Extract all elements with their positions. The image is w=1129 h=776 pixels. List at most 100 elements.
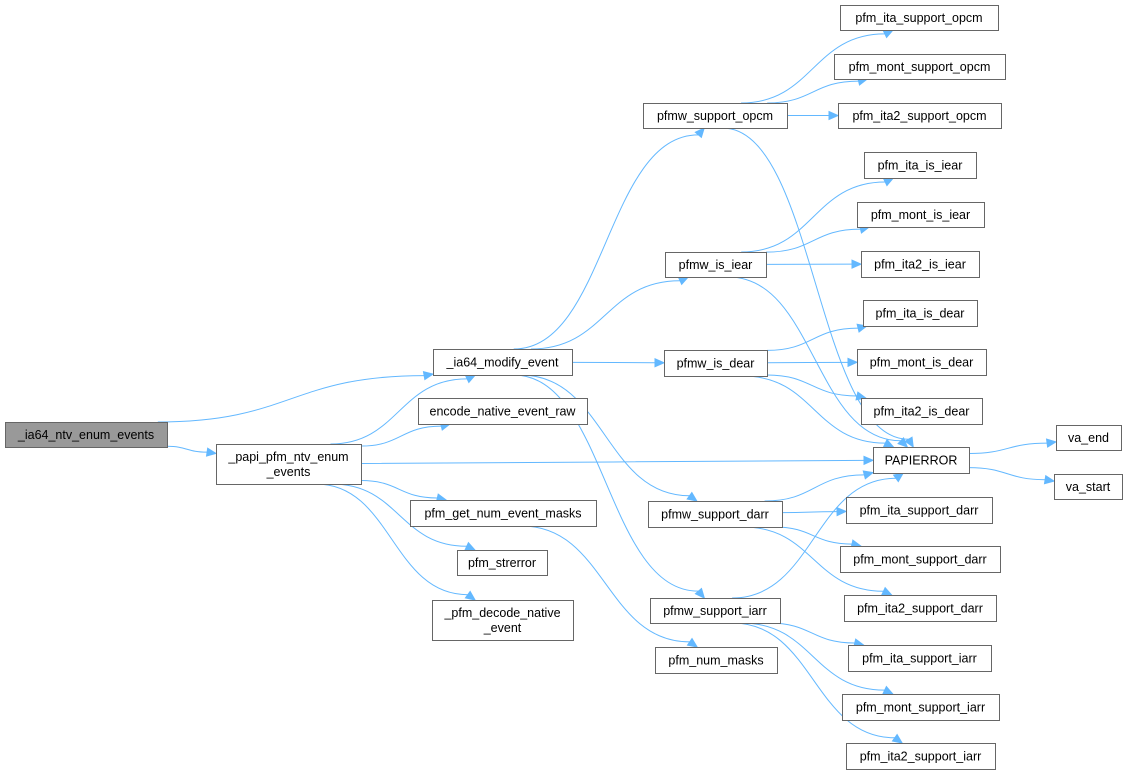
- node-label: PAPIERROR: [885, 454, 958, 468]
- node-pfm-ita-is-dear[interactable]: pfm_ita_is_dear: [863, 300, 978, 327]
- edge-n11-n30: [732, 622, 895, 739]
- arrowhead-icon: [882, 177, 895, 187]
- node-box: [864, 152, 977, 179]
- node-label: _pfm_decode_native: [443, 606, 560, 620]
- edge-n2-n8: [530, 280, 681, 350]
- arrowhead-icon: [464, 541, 477, 551]
- arrowhead-icon: [836, 506, 848, 517]
- arrowhead-icon: [904, 436, 914, 449]
- node-box: [863, 300, 978, 327]
- edge-n11-n22: [732, 477, 896, 599]
- node-label: pfmw_is_dear: [677, 357, 755, 371]
- node-label: pfm_mont_support_darr: [853, 553, 986, 567]
- node-pfmw-support-opcm[interactable]: pfmw_support_opcm: [643, 103, 788, 129]
- edge-n11-n29: [741, 622, 885, 691]
- node-box: [848, 645, 992, 672]
- arrowhead-icon: [882, 685, 894, 695]
- node-ia64-modify-event[interactable]: _ia64_modify_event: [433, 349, 573, 376]
- node-pfm-mont-support-iarr[interactable]: pfm_mont_support_iarr: [842, 694, 1000, 721]
- node-box: [1056, 425, 1122, 451]
- edge-n1-n6: [315, 483, 468, 596]
- node-pfm-ita2-support-darr[interactable]: pfm_ita2_support_darr: [844, 595, 997, 622]
- edge-n4-n12: [521, 525, 690, 643]
- edge-n7-n14: [767, 80, 859, 104]
- edge-n10-n22: [764, 474, 865, 502]
- node-label: pfm_ita_is_dear: [876, 307, 965, 321]
- arrowhead-icon: [847, 357, 859, 368]
- node-label: pfm_ita_is_iear: [878, 159, 963, 173]
- arrowhead-icon: [882, 29, 895, 39]
- edge-n10-n25: [781, 511, 838, 514]
- edge-n11-n28: [768, 622, 855, 644]
- node-pfm-decode-native-event[interactable]: _pfm_decode_native_event: [432, 600, 574, 641]
- node-box: [857, 349, 987, 376]
- arrowhead-icon: [694, 587, 706, 599]
- arrowhead-icon: [881, 586, 893, 596]
- node-label: pfm_num_masks: [668, 654, 763, 668]
- node-va-start[interactable]: va_start: [1054, 474, 1123, 500]
- node-pfm-ita2-support-iarr[interactable]: pfm_ita2_support_iarr: [846, 743, 996, 770]
- node-ia64-ntv-enum-events[interactable]: _ia64_ntv_enum_events: [5, 422, 168, 448]
- node-va-end[interactable]: va_end: [1056, 425, 1122, 451]
- node-label: pfm_strerror: [468, 556, 536, 570]
- node-pfmw-is-iear[interactable]: pfmw_is_iear: [665, 252, 767, 278]
- node-box: [844, 595, 997, 622]
- node-pfm-mont-support-opcm[interactable]: pfm_mont_support_opcm: [834, 54, 1006, 80]
- edge-n2-n11: [513, 374, 699, 592]
- node-box: [432, 600, 574, 641]
- node-box: [433, 349, 573, 376]
- node-pfm-get-num-event-masks[interactable]: pfm_get_num_event_masks: [410, 500, 597, 527]
- node-encode-native-event-raw[interactable]: encode_native_event_raw: [418, 398, 588, 425]
- edge-n8-n22: [728, 276, 901, 442]
- edge-n8-n16: [741, 181, 886, 253]
- node-pfm-ita2-support-opcm[interactable]: pfm_ita2_support_opcm: [838, 103, 1002, 129]
- node-pfmw-support-iarr[interactable]: pfmw_support_iarr: [650, 598, 781, 624]
- node-box: [418, 398, 588, 425]
- edge-n0-n2: [157, 375, 425, 423]
- node-pfm-ita-support-opcm[interactable]: pfm_ita_support_opcm: [840, 5, 999, 31]
- node-box: [842, 694, 1000, 721]
- arrowhead-icon: [422, 371, 435, 381]
- node-pfm-ita-support-iarr[interactable]: pfm_ita_support_iarr: [848, 645, 992, 672]
- node-label: pfmw_support_iarr: [663, 604, 767, 618]
- node-box: [1054, 474, 1123, 500]
- node-pfm-strerror[interactable]: pfm_strerror: [457, 550, 548, 576]
- edge-n7-n13: [741, 33, 885, 104]
- node-pfm-num-masks[interactable]: pfm_num_masks: [655, 647, 778, 674]
- node-PAPIERROR[interactable]: PAPIERROR: [873, 447, 970, 474]
- edge-n1-n2: [330, 378, 468, 445]
- node-label: _event: [483, 621, 522, 635]
- node-label: pfmw_support_opcm: [657, 109, 773, 123]
- node-pfm-ita-support-darr[interactable]: pfm_ita_support_darr: [846, 497, 993, 524]
- arrowhead-icon: [892, 472, 905, 483]
- node-box: [665, 252, 767, 278]
- node-label: _papi_pfm_ntv_enum: [227, 450, 348, 464]
- edge-n2-n7: [513, 134, 699, 350]
- node-box: [655, 647, 778, 674]
- node-label: va_end: [1068, 431, 1109, 445]
- node-label: _ia64_ntv_enum_events: [17, 428, 154, 442]
- arrowhead-icon: [855, 391, 867, 401]
- node-pfm-mont-is-iear[interactable]: pfm_mont_is_iear: [857, 202, 985, 228]
- edge-n9-n21: [766, 374, 857, 397]
- arrowhead-icon: [851, 259, 863, 269]
- node-pfmw-is-dear[interactable]: pfmw_is_dear: [664, 350, 768, 377]
- node-box: [840, 5, 999, 31]
- node-pfm-mont-is-dear[interactable]: pfm_mont_is_dear: [857, 349, 987, 376]
- edge-n9-n22: [743, 375, 886, 444]
- edge-n10-n27: [743, 526, 884, 592]
- node-pfm-ita2-is-dear[interactable]: pfm_ita2_is_dear: [861, 398, 983, 425]
- node-papi-pfm-ntv-enum-events[interactable]: _papi_pfm_ntv_enum_events: [216, 444, 362, 485]
- node-box: [834, 54, 1006, 80]
- edge-n1-n4: [360, 480, 438, 499]
- node-pfmw-support-darr[interactable]: pfmw_support_darr: [648, 501, 783, 528]
- arrowhead-icon: [677, 276, 690, 286]
- node-pfm-ita-is-iear[interactable]: pfm_ita_is_iear: [864, 152, 977, 179]
- node-pfm-ita2-is-iear[interactable]: pfm_ita2_is_iear: [861, 251, 980, 278]
- node-label: pfm_mont_support_iarr: [856, 701, 985, 715]
- node-label: pfm_ita_support_iarr: [862, 652, 977, 666]
- node-box: [410, 500, 597, 527]
- node-box: [846, 497, 993, 524]
- edge-n1-n3: [360, 425, 442, 447]
- node-pfm-mont-support-darr[interactable]: pfm_mont_support_darr: [840, 546, 1001, 573]
